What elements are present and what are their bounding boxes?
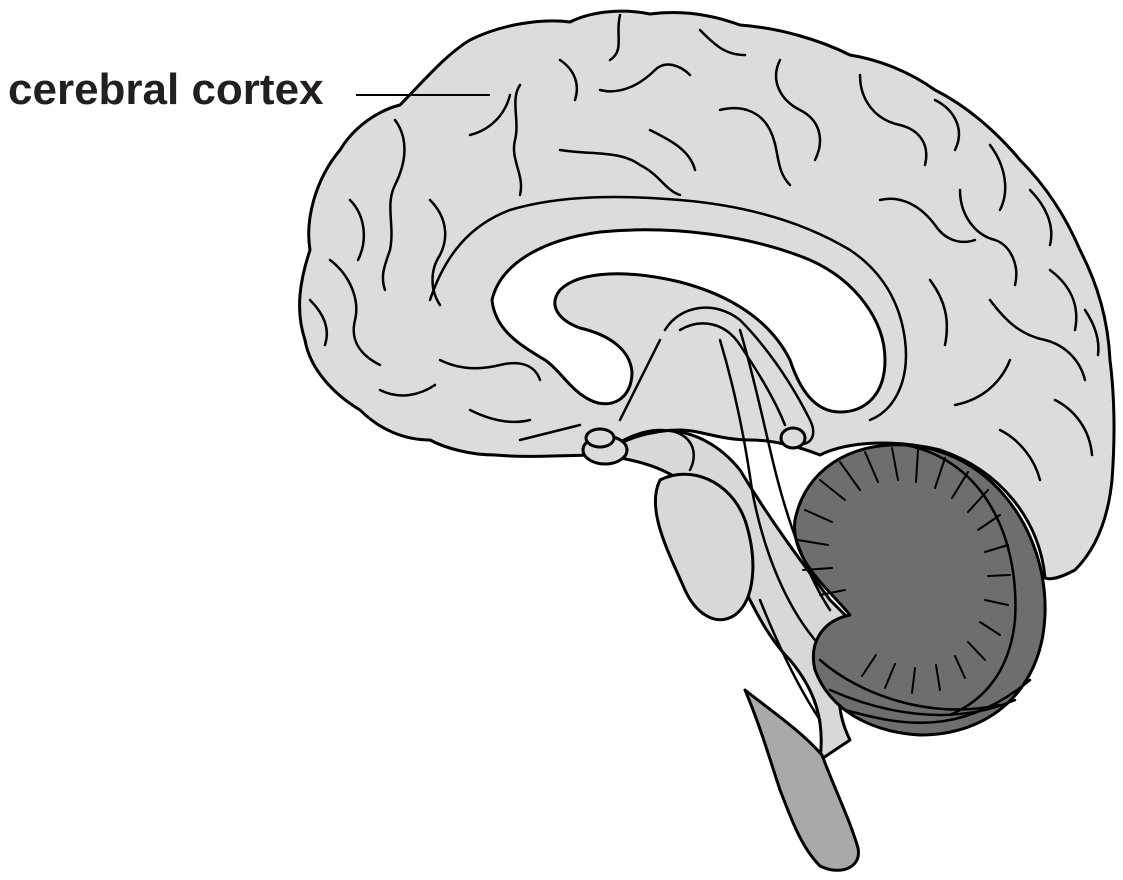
optic-chiasm — [586, 429, 614, 447]
cerebral-cortex-label: cerebral cortex — [8, 65, 324, 114]
pineal-gland — [781, 428, 805, 448]
